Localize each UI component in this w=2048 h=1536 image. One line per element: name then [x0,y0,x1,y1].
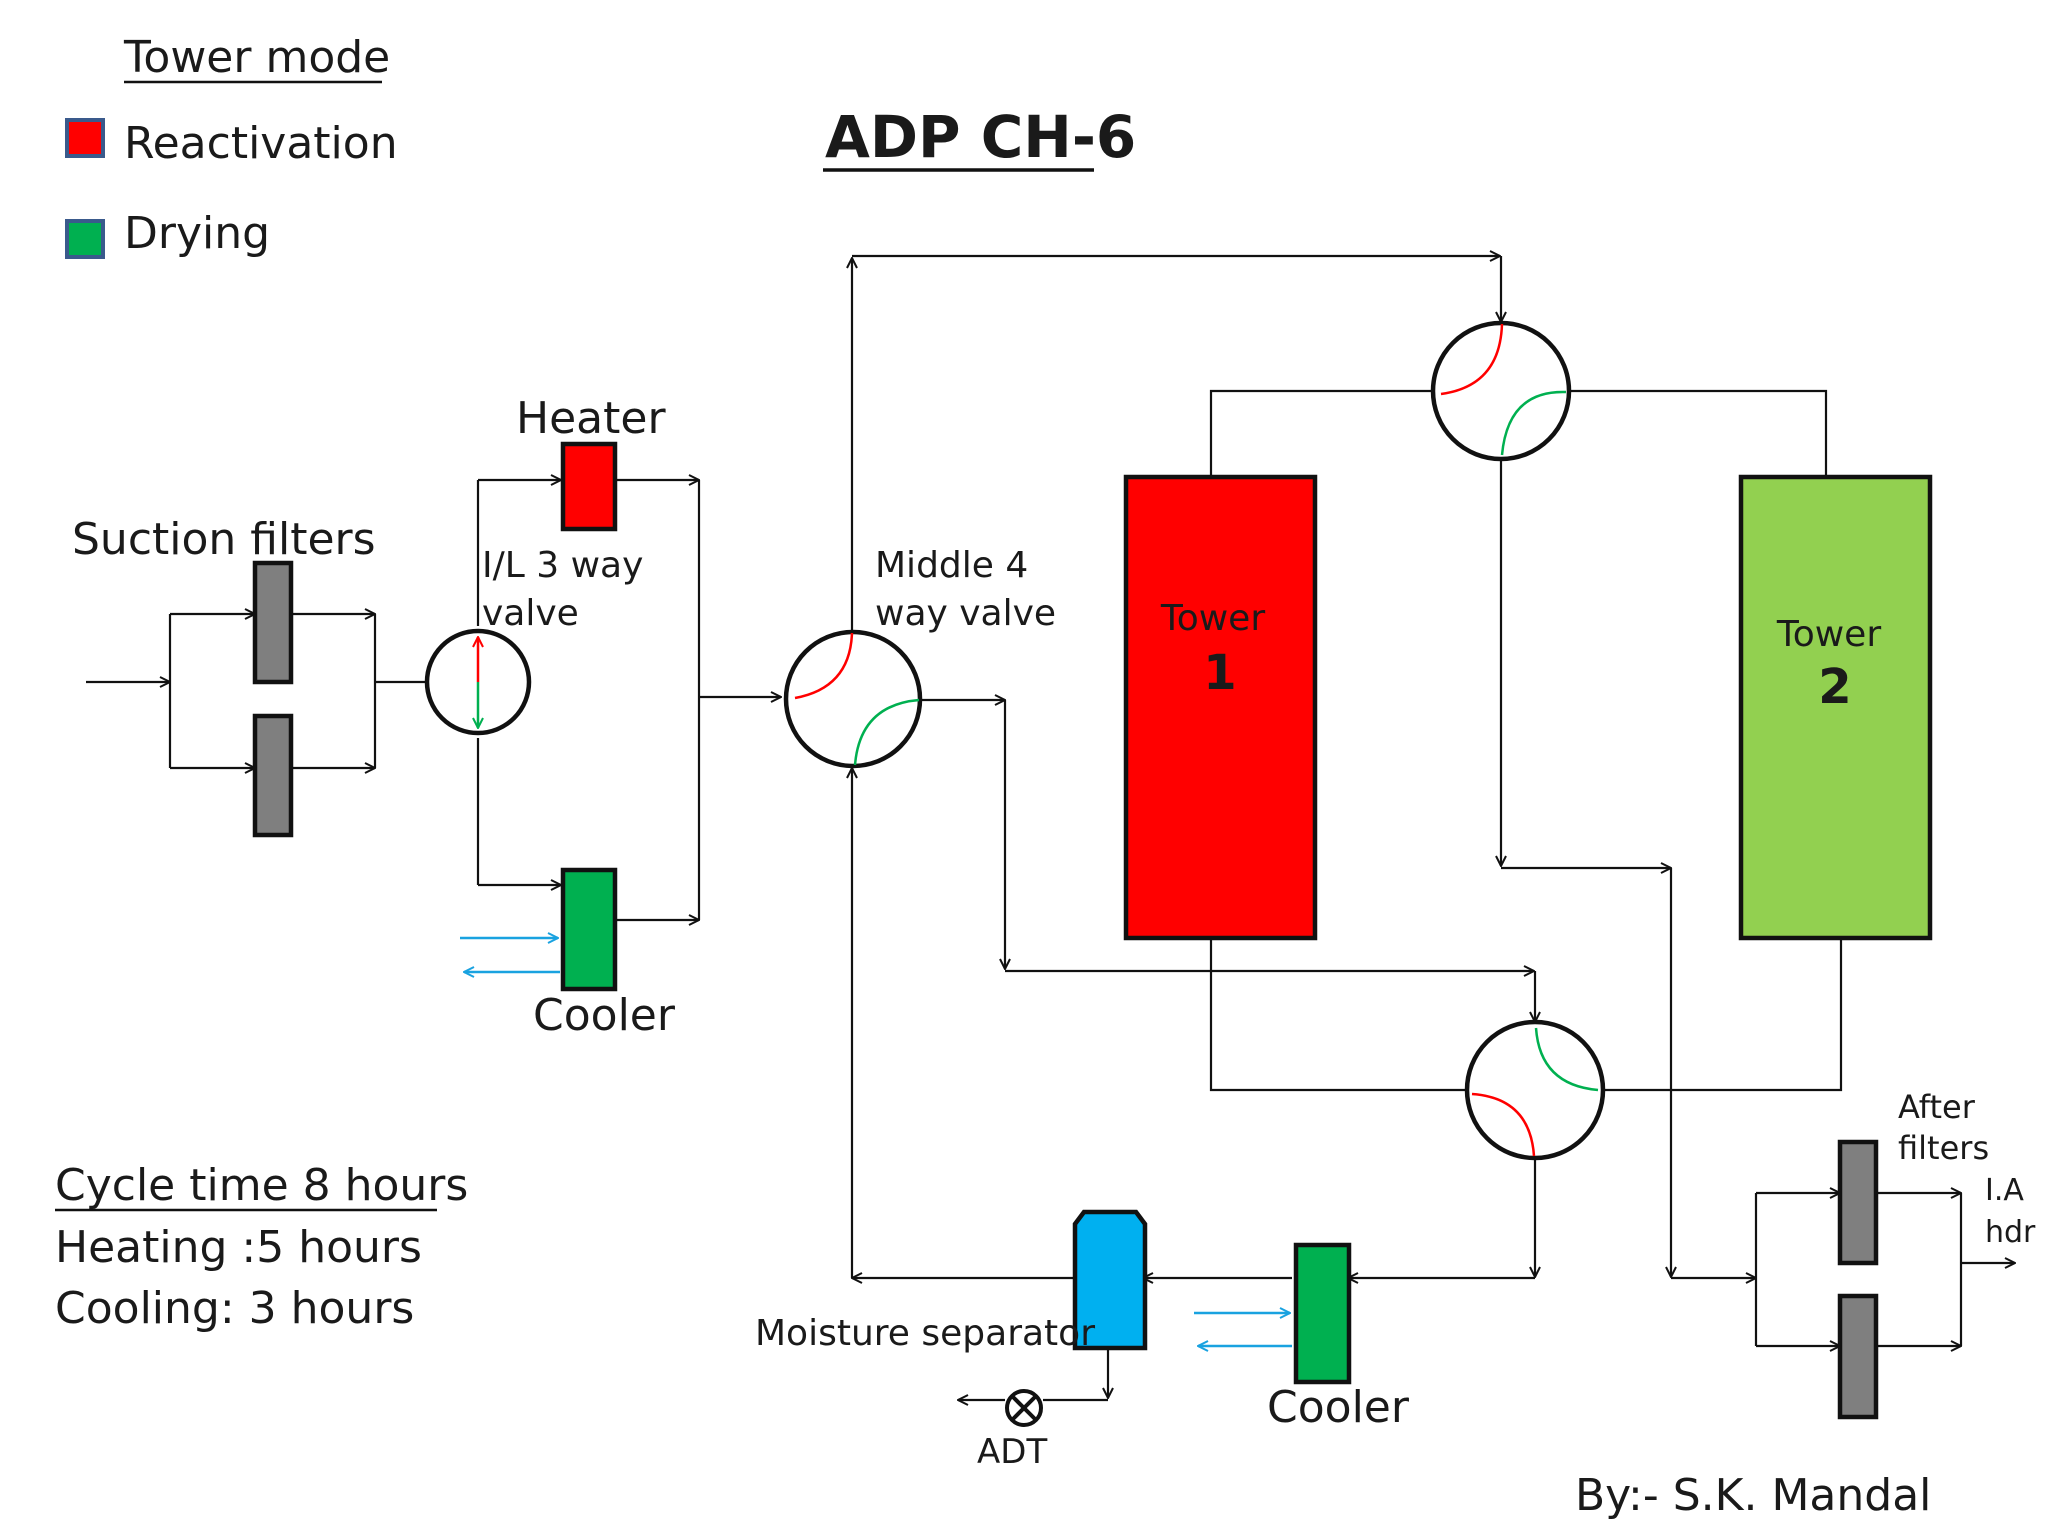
bottom-valve-body [1464,1019,1606,1161]
cooler-top-block [560,867,618,992]
top-valve-body [1430,320,1572,462]
top-valve-to-tower-1 [1209,389,1433,477]
reactivation-swatch [65,118,105,158]
top-valve-green-path [1500,390,1567,456]
il-valve-label-line1: I/L 3 way [482,545,643,586]
adt-drain-valve [1005,1389,1043,1427]
cooler-top-label: Cooler [533,990,676,1041]
drying-swatch [65,219,105,259]
tower-1 [1123,474,1318,941]
cooling-water-lines [460,938,1292,1346]
piping [86,256,2015,1400]
middle-valve-green-path [853,698,920,766]
middle-4-way-valve [783,629,923,769]
ia-hdr-label-line2: hdr [1985,1215,2036,1250]
middle-valve-red-path [794,632,854,700]
top-valve-red-path [1440,323,1504,396]
after-filters-label-line1: After [1898,1088,1976,1126]
diagram-title: ADP CH-6 [825,103,1136,171]
tower-1-to-bottom-valve [1209,938,1466,1092]
suction-filters-label: Suction filters [72,514,376,565]
author-credit: By:- S.K. Mandal [1575,1470,1931,1521]
cycle-time-heading: Cycle time 8 hours [55,1160,468,1211]
legend: Tower mode Reactivation Drying [65,32,398,259]
il-3-way-valve [424,628,532,736]
il-valve-label-line2: valve [482,593,579,634]
bottom-valve-green-path [1534,1027,1599,1092]
moisture-separator-label: Moisture separator [755,1313,1095,1354]
tower-1-name: Tower [1160,598,1265,639]
after-filters-label-line2: filters [1898,1129,1989,1167]
tower-1-number: 1 [1203,645,1236,701]
top-4-way-valve [1430,320,1572,462]
after-filter-b [1837,1293,1879,1420]
cycle-time-block: Cycle time 8 hours Heating :5 hours Cool… [55,1160,468,1334]
adt-valve-cross-b [1011,1395,1037,1421]
suction-filter-b [252,713,294,838]
heater-block [560,441,618,532]
tower-2-to-bottom-valve [1604,938,1843,1092]
bottom-4-way-valve [1464,1019,1606,1161]
adt-label: ADT [977,1432,1047,1472]
top-valve-to-tower-2 [1569,389,1828,477]
middle-valve-label-line2: way valve [875,593,1056,634]
cooler-bottom-block [1293,1242,1352,1385]
middle-valve-label-line1: Middle 4 [875,545,1028,586]
cooler-bottom-label: Cooler [1267,1382,1410,1433]
legend-heading: Tower mode [123,32,390,83]
bottom-valve-red-path [1471,1092,1536,1157]
after-filter-a [1837,1139,1879,1266]
heater-label: Heater [516,393,666,444]
tower-2-name: Tower [1776,614,1881,655]
tower-2-number: 2 [1818,659,1851,715]
middle-valve-body [783,629,923,769]
ia-hdr-label-line1: I.A [1985,1173,2024,1208]
heating-duration: Heating :5 hours [55,1222,422,1273]
cooling-duration: Cooling: 3 hours [55,1283,414,1334]
moisture-separator [1072,1209,1148,1351]
suction-filter-a [252,560,294,685]
legend-reactivation-label: Reactivation [124,118,398,169]
legend-drying-label: Drying [124,208,270,259]
tower-2 [1738,474,1933,941]
diagram-labels: Suction filters Heater I/L 3 way valve C… [72,393,2036,1472]
